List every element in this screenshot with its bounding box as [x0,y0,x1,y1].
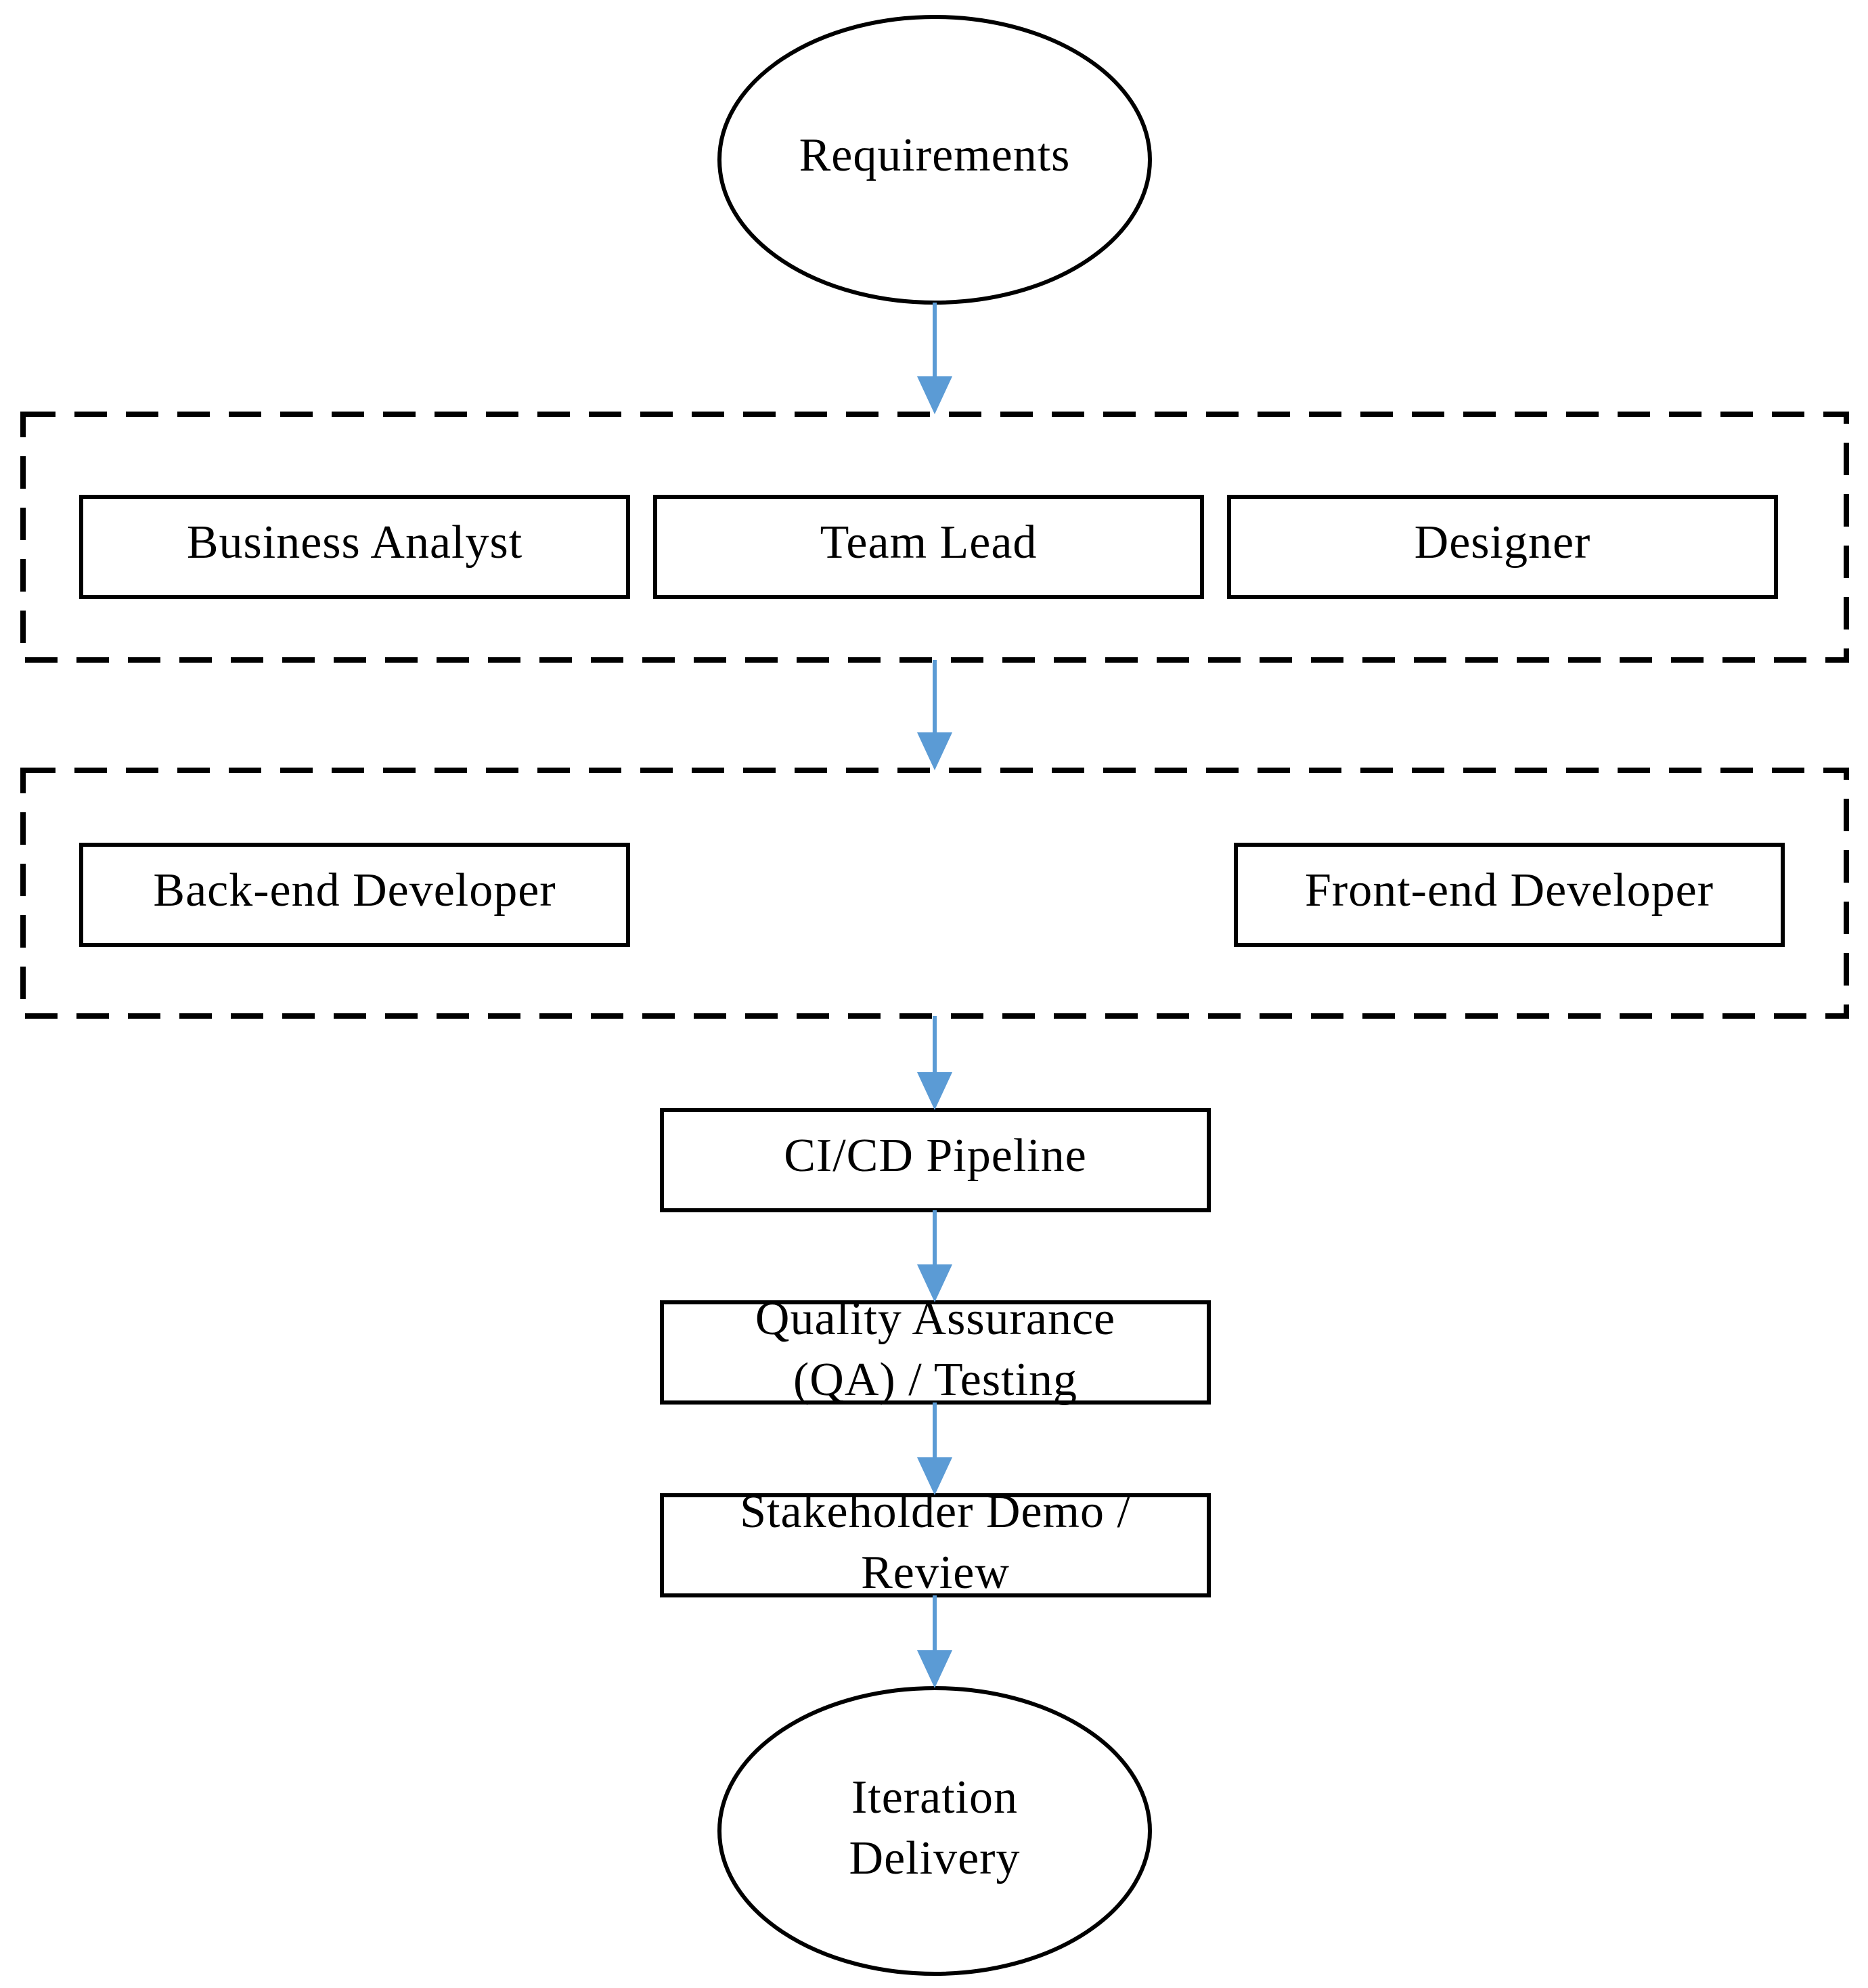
arrow-qa-to-demo [917,1402,952,1495]
designer-node [1227,495,1778,599]
arrow-demo-to-delivery [917,1595,952,1688]
qa-testing-node [660,1300,1211,1405]
arrow-development-to-cicd [917,1016,952,1110]
qa-testing-label-line1: Quality Assurance [755,1293,1115,1345]
stakeholder-demo-node [660,1493,1211,1597]
stakeholder-demo-label-line1: Stakeholder Demo / [740,1486,1131,1538]
iteration-delivery-label-line1: Iteration [851,1771,1018,1824]
business-analyst-node [79,495,630,599]
arrow-planning-to-development [917,660,952,770]
cicd-pipeline-label: CI/CD Pipeline [784,1130,1087,1182]
business-analyst-label: Business Analyst [187,516,522,569]
iteration-delivery-label-line2: Delivery [849,1832,1021,1884]
qa-testing-label-line2: (QA) / Testing [793,1354,1077,1406]
stakeholder-demo-label-line2: Review [861,1547,1010,1599]
development-group-frame [20,768,1849,1019]
backend-developer-label: Back-end Developer [153,864,556,916]
frontend-developer-node [1234,843,1785,947]
team-lead-node [653,495,1204,599]
arrow-cicd-to-qa [917,1210,952,1302]
frontend-developer-label: Front-end Developer [1305,864,1714,916]
team-lead-label: Team Lead [820,516,1038,569]
cicd-pipeline-node [660,1108,1211,1212]
iteration-delivery-node [717,1686,1152,1976]
planning-group-frame [20,412,1849,663]
arrow-requirements-to-planning [917,303,952,414]
designer-label: Designer [1415,516,1591,569]
backend-developer-node [79,843,630,947]
requirements-label: Requirements [799,129,1071,181]
